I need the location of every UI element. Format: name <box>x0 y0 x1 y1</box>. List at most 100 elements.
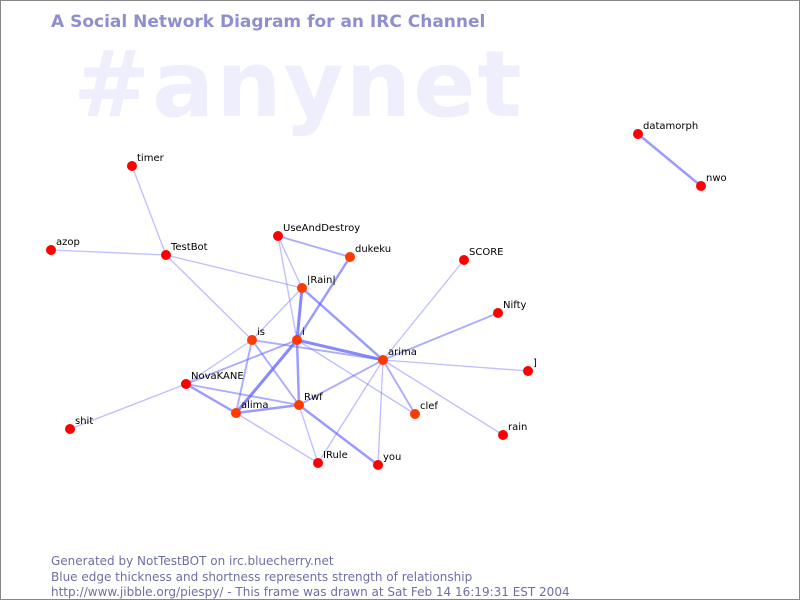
edge-Rwf-IRule <box>298 404 319 464</box>
node-dot[interactable] <box>231 408 241 418</box>
channel-watermark: #anynet <box>73 31 524 138</box>
edge-arima-IRule <box>317 359 384 464</box>
edge-datamorph-nwo <box>637 133 702 187</box>
edge-is-NovaKANE <box>185 339 253 385</box>
edge-arima-] <box>382 359 529 372</box>
node-nwo[interactable]: nwo <box>696 173 727 191</box>
node-dot[interactable] <box>273 231 283 241</box>
node-dot[interactable] <box>161 250 171 260</box>
node-dot[interactable] <box>493 308 503 318</box>
node-dukeku[interactable]: dukeku <box>345 244 391 262</box>
node-dot[interactable] <box>345 252 355 262</box>
edge-alima-Rwf <box>235 403 300 415</box>
page-title: A Social Network Diagram for an IRC Chan… <box>51 12 486 32</box>
edge-i-NovaKANE <box>185 339 298 385</box>
edge-NovaKANE-alima <box>185 382 237 415</box>
node-label: SCORE <box>469 247 503 258</box>
edge-dukeku-i <box>295 256 352 341</box>
node-UseAndDestroy[interactable]: UseAndDestroy <box>273 223 360 241</box>
edge-arima-you <box>377 359 384 466</box>
edge-layer <box>50 133 702 466</box>
node-label: azop <box>56 237 80 248</box>
edge-alima-IRule <box>235 412 319 464</box>
node-dot[interactable] <box>127 161 137 171</box>
node-dot[interactable] <box>523 366 533 376</box>
node-label: alima <box>241 400 269 411</box>
node-label: is <box>257 327 265 338</box>
node-is[interactable]: is <box>247 327 265 345</box>
node-i[interactable]: i <box>292 327 305 345</box>
node-label: UseAndDestroy <box>283 223 360 234</box>
node-dot[interactable] <box>696 181 706 191</box>
edge-is-alima <box>235 339 253 414</box>
node-label: shit <box>75 416 93 427</box>
node-dot[interactable] <box>297 283 307 293</box>
node-dot[interactable] <box>294 400 304 410</box>
node-rain[interactable]: rain <box>498 422 527 440</box>
node-layer: datamorph nwo timer azop TestBot UseAndDestro… <box>46 121 727 470</box>
edge-|Rain|-i <box>295 287 304 341</box>
node-label: datamorph <box>643 121 698 132</box>
edge-NovaKANE-Rwf <box>185 383 300 406</box>
node-dot[interactable] <box>378 355 388 365</box>
node-label: arima <box>388 347 417 358</box>
node-azop[interactable]: azop <box>46 237 80 255</box>
node-NovaKANE[interactable]: NovaKANE <box>181 371 244 389</box>
node-dot[interactable] <box>373 460 383 470</box>
node-][interactable]: ] <box>523 358 537 376</box>
footer-legend: Blue edge thickness and shortness repres… <box>51 570 473 584</box>
node-you[interactable]: you <box>373 452 401 470</box>
node-label: IRule <box>323 450 348 461</box>
node-label: TestBot <box>170 242 208 253</box>
node-dot[interactable] <box>633 129 643 139</box>
edge-TestBot-is <box>165 254 253 341</box>
edge-arima-clef <box>382 359 416 415</box>
node-dot[interactable] <box>181 379 191 389</box>
node-label: dukeku <box>355 244 391 255</box>
edge-arima-Nifty <box>382 312 499 361</box>
node-dot[interactable] <box>459 255 469 265</box>
node-datamorph[interactable]: datamorph <box>633 121 698 139</box>
edge-Rwf-you <box>298 404 379 466</box>
edge-TestBot-|Rain| <box>165 254 303 289</box>
node-timer[interactable]: timer <box>127 153 165 171</box>
node-dot[interactable] <box>292 335 302 345</box>
edge-i-Rwf <box>295 339 301 406</box>
edge-arima-SCORE <box>382 259 465 361</box>
node-IRule[interactable]: IRule <box>313 450 348 468</box>
node-Rwf[interactable]: Rwf <box>294 392 323 410</box>
node-dot[interactable] <box>410 409 420 419</box>
node-dot[interactable] <box>247 335 257 345</box>
node-label: clef <box>420 401 438 412</box>
node-label: |Rain| <box>307 275 336 286</box>
node-TestBot[interactable]: TestBot <box>161 242 208 260</box>
edge-is-Rwf <box>251 339 300 406</box>
node-dot[interactable] <box>313 458 323 468</box>
node-dot[interactable] <box>498 430 508 440</box>
node-label: timer <box>137 153 165 164</box>
node-clef[interactable]: clef <box>410 401 438 419</box>
edge-UseAndDestroy-i <box>277 235 298 341</box>
edge-UseAndDestroy-|Rain| <box>277 235 303 289</box>
node-|Rain|[interactable]: |Rain| <box>297 275 336 293</box>
node-dot[interactable] <box>46 245 56 255</box>
node-SCORE[interactable]: SCORE <box>459 247 503 265</box>
edge-NovaKANE-shit <box>69 383 187 430</box>
edge-arima-rain <box>382 359 504 436</box>
footer-url-timestamp[interactable]: http://www.jibble.org/piespy/ - This fra… <box>51 585 570 599</box>
edge-i-arima <box>296 338 384 362</box>
edge-timer-TestBot <box>131 165 167 256</box>
node-label: rain <box>508 422 527 433</box>
node-alima[interactable]: alima <box>231 400 269 418</box>
node-shit[interactable]: shit <box>65 416 93 434</box>
node-Nifty[interactable]: Nifty <box>493 300 527 318</box>
node-dot[interactable] <box>65 424 75 434</box>
node-label: i <box>302 327 305 338</box>
node-label: ] <box>533 358 537 369</box>
node-arima[interactable]: arima <box>378 347 417 365</box>
edge-i-clef <box>296 339 416 415</box>
node-label: Nifty <box>503 300 527 311</box>
edge-i-alima <box>234 339 299 414</box>
edge-is-arima <box>251 339 384 361</box>
